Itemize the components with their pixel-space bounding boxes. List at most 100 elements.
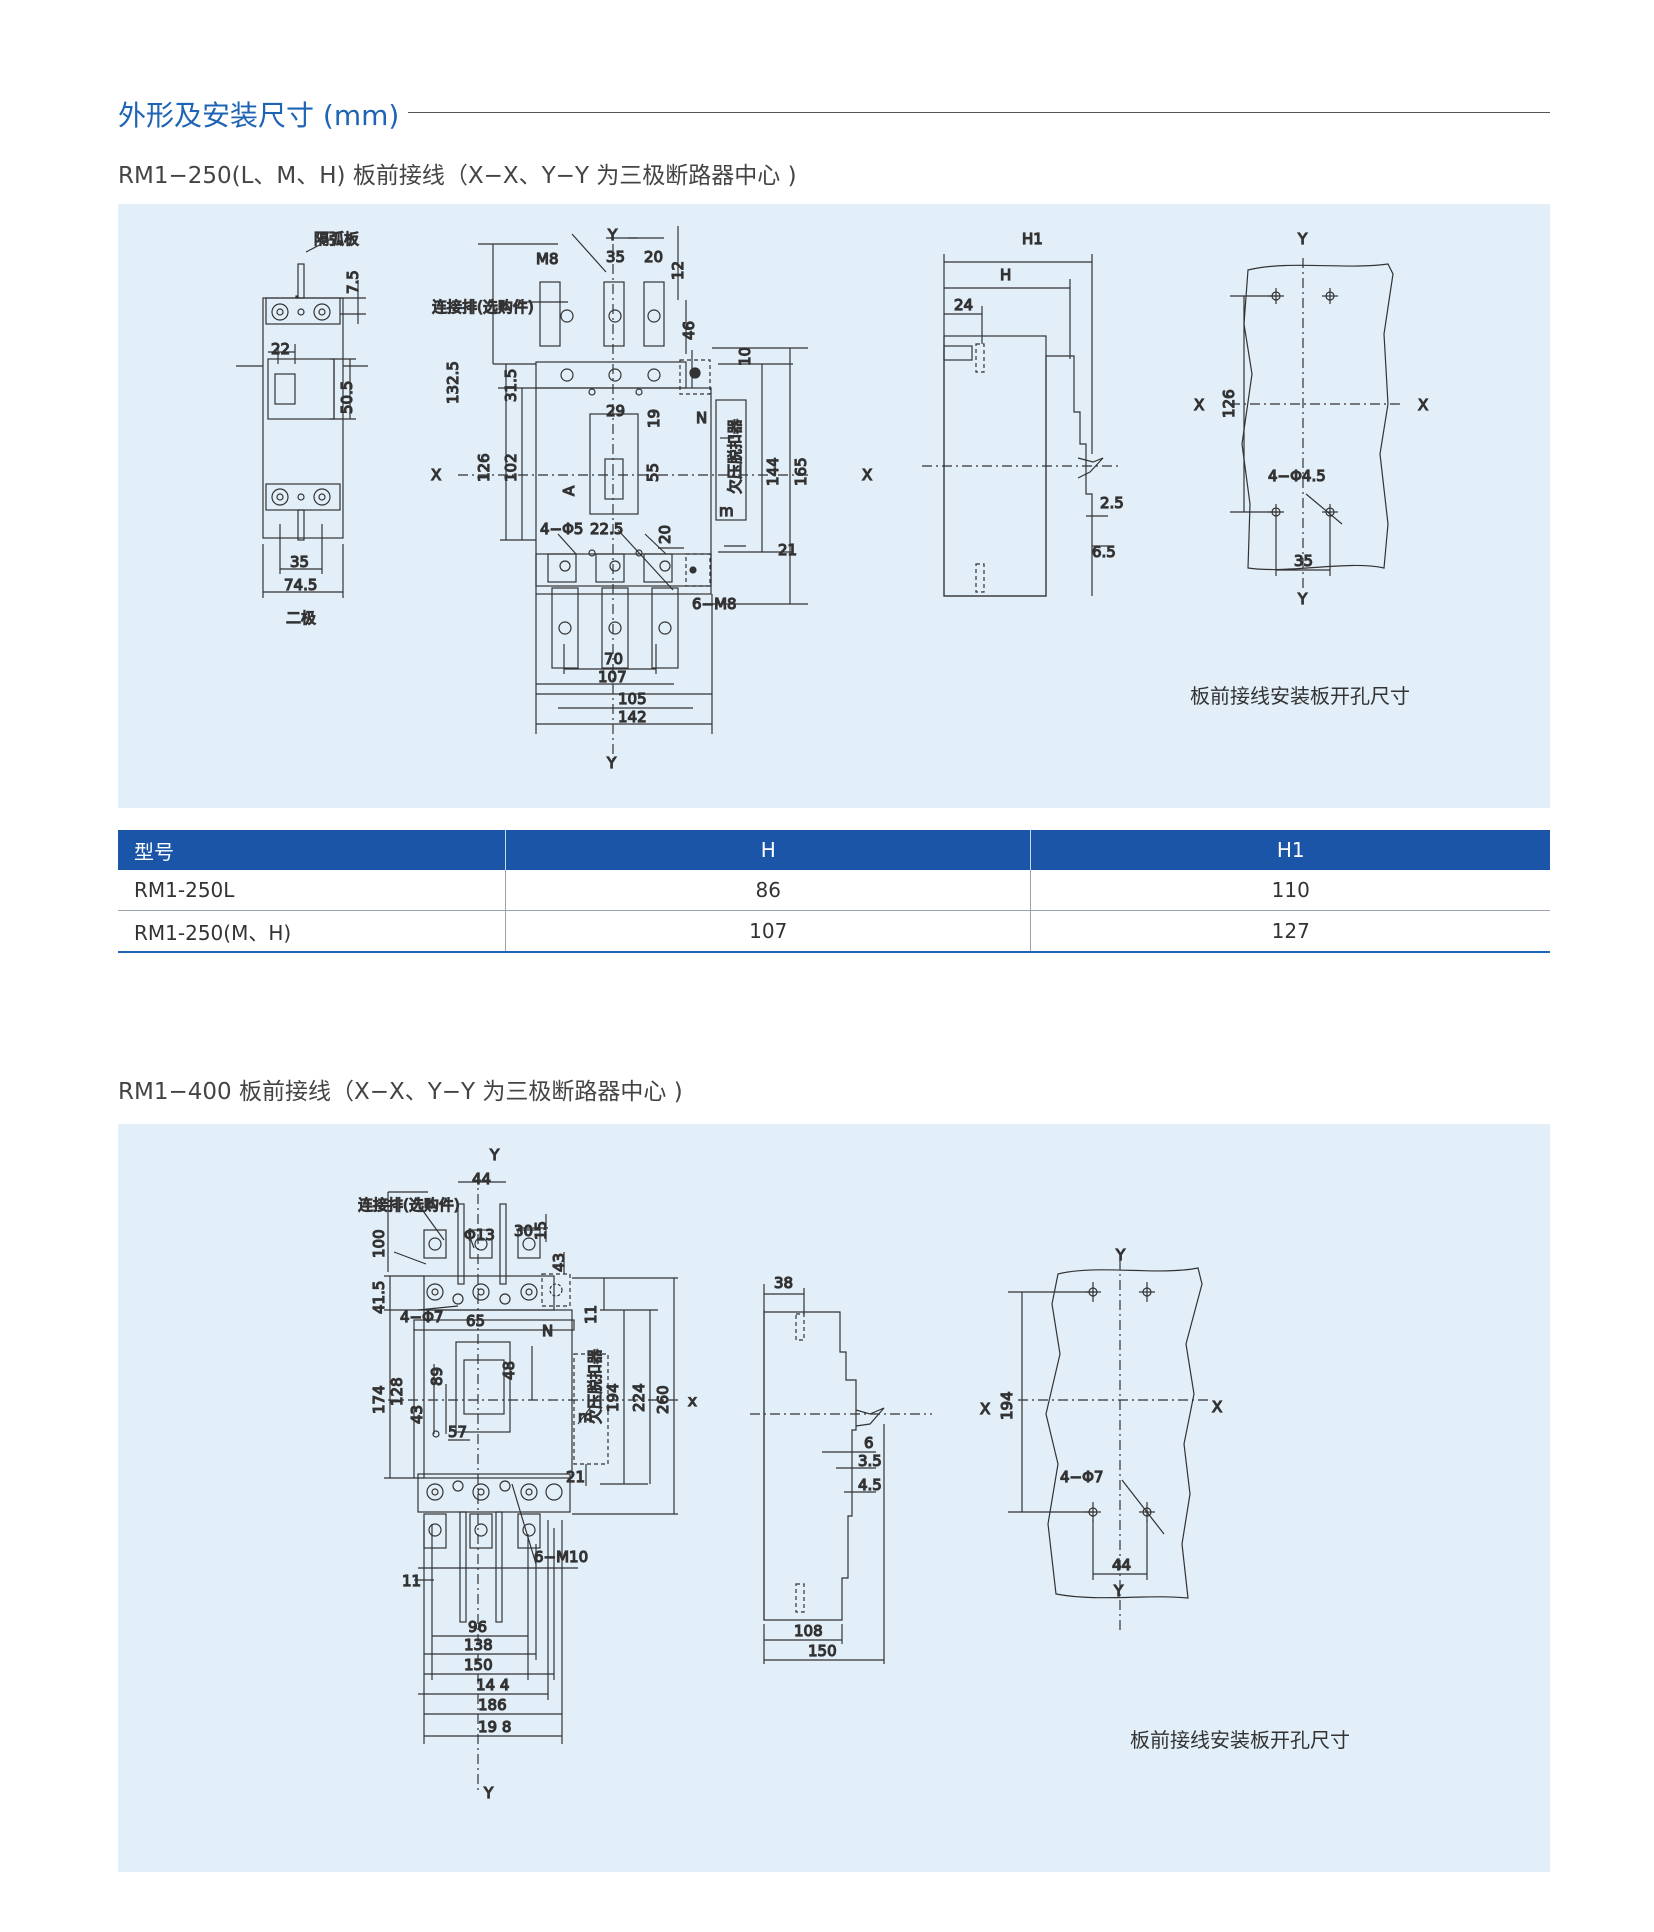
dim-label: 6−M8 [692, 595, 737, 613]
column-header-h: H [504, 830, 1031, 870]
uv-release-label: 欠压脱扣器 [726, 419, 744, 494]
dim-label: 100 [370, 1229, 388, 1258]
dim-label: 165 [792, 457, 810, 486]
dim-label: 126 [1220, 389, 1238, 418]
dim-label: Φ13 [464, 1226, 495, 1244]
axis-y-label: Y [1115, 1246, 1126, 1264]
dim-label: 6 [864, 1434, 874, 1452]
side-view-drawing [922, 254, 1118, 597]
dim-label: 43 [408, 1405, 426, 1424]
dim-label: 224 [630, 1383, 648, 1412]
dim-label: X [431, 466, 441, 484]
table-cell: 107 [504, 910, 1031, 953]
dim-label: 150 [808, 1642, 837, 1660]
dim-label: H [1000, 266, 1011, 284]
dim-label: 6−M10 [534, 1548, 588, 1566]
dim-label: 10 [736, 347, 754, 366]
dim-label: H1 [1022, 230, 1043, 248]
table-row: RM1-250(M、H) 107 127 [118, 910, 1550, 953]
arc-plate-label: 隔弧板 [314, 230, 359, 248]
fig1-drawing-panel: 隔弧板 7.5 22 50.5 35 74.5 二极 [118, 204, 1550, 808]
dim-label: 55 [644, 463, 662, 482]
dim-label: 70 [604, 650, 623, 668]
dim-label: X [862, 466, 872, 484]
dim-label: 41.5 [370, 1281, 388, 1314]
dim-label: m [578, 1408, 593, 1426]
dim-label: 65 [466, 1312, 485, 1330]
cutout-drawing [1008, 1260, 1212, 1634]
side-view-drawing [750, 1284, 932, 1664]
dim-label: 142 [618, 708, 647, 726]
link-bar-label: 连接排(选购件) [432, 298, 534, 316]
dim-label: 22 [271, 340, 290, 358]
dim-label: 174 [370, 1385, 388, 1414]
fig2-drawing-panel: Y 44 连接排(选购件) Φ13 30 15 100 43 41.5 4−Φ7… [118, 1124, 1550, 1872]
dim-label: 31.5 [502, 369, 520, 402]
table-cell: 110 [1030, 870, 1550, 911]
dim-label: 11 [582, 1305, 600, 1324]
front-view-drawing [458, 226, 808, 764]
dim-label: Y [607, 226, 618, 244]
dim-label: 4−Φ7 [1060, 1468, 1103, 1486]
dim-label: Y [489, 1146, 500, 1164]
table-cell: 127 [1030, 910, 1550, 953]
dim-label: 194 [998, 1391, 1016, 1420]
dim-label: 108 [794, 1622, 823, 1640]
dim-label: 105 [618, 690, 647, 708]
section-header: 外形及安装尺寸 (mm) [118, 94, 1550, 134]
dim-label: 38 [774, 1274, 793, 1292]
dim-label: 35 [606, 248, 625, 266]
dim-label: 21 [778, 541, 797, 559]
dim-label: 126 [475, 453, 493, 482]
uv-release-label: 欠压脱扣器 [586, 1349, 604, 1424]
two-pole-caption: 二极 [286, 609, 316, 627]
axis-y-label: Y [1113, 1582, 1124, 1600]
table-cell: RM1-250L [118, 870, 506, 911]
dim-label: 186 [478, 1696, 507, 1714]
dim-label: 35 [290, 553, 309, 571]
dim-label: 89 [428, 1367, 446, 1386]
dim-label: m [719, 502, 734, 520]
dim-label: 138 [464, 1636, 493, 1654]
front-view-drawing [384, 1174, 678, 1790]
dim-label: 74.5 [284, 576, 317, 594]
axis-y-label: Y [1297, 230, 1308, 248]
axis-x-label: X [1212, 1398, 1222, 1416]
fig2-subtitle: RM1−400 板前接线（X−X、Y−Y 为三极断路器中心 ) [118, 1079, 683, 1105]
dim-label: 20 [644, 248, 663, 266]
fig1-subtitle: RM1−250(L、M、H) 板前接线（X−X、Y−Y 为三极断路器中心 ) [118, 163, 797, 189]
cutout-drawing [1230, 258, 1400, 588]
dim-label: x [688, 1392, 697, 1410]
dim-label: 96 [468, 1618, 487, 1636]
dim-label: 19 8 [478, 1718, 511, 1736]
dim-label: 260 [654, 1385, 672, 1414]
dim-label: 3.5 [858, 1452, 882, 1470]
dim-label: 4−Φ4.5 [1268, 467, 1326, 485]
dim-label: Y [606, 754, 617, 772]
section-divider [408, 112, 1550, 113]
dim-label: 15 [532, 1221, 550, 1240]
dim-label: N [542, 1322, 553, 1340]
link-bar-label: 连接排(选购件) [358, 1196, 460, 1214]
dim-label: 6.5 [1092, 543, 1116, 561]
dim-label: 48 [500, 1361, 518, 1380]
table-cell: RM1-250(M、H) [118, 910, 506, 953]
dim-label: 44 [1112, 1556, 1131, 1574]
dim-label: 22.5 [590, 520, 623, 538]
dim-label: 21 [566, 1468, 585, 1486]
dim-label: M8 [536, 250, 559, 268]
dim-label: 30 [514, 1222, 533, 1240]
dim-label: 4.5 [858, 1476, 882, 1494]
table-row: RM1-250L 86 110 [118, 870, 1550, 911]
table-header-row: 型号 H H1 [118, 830, 1550, 870]
dim-label: 107 [598, 668, 627, 686]
dim-label: 44 [472, 1170, 491, 1188]
cutout-caption: 板前接线安装板开孔尺寸 [1190, 684, 1410, 708]
dim-label: 150 [464, 1656, 493, 1674]
dim-label: 57 [448, 1423, 467, 1441]
section-title: 外形及安装尺寸 (mm) [118, 99, 400, 132]
dim-label: N [696, 409, 707, 427]
dim-label: 14 4 [476, 1676, 509, 1694]
table-cell: 86 [504, 870, 1031, 911]
dim-label: 29 [606, 402, 625, 420]
